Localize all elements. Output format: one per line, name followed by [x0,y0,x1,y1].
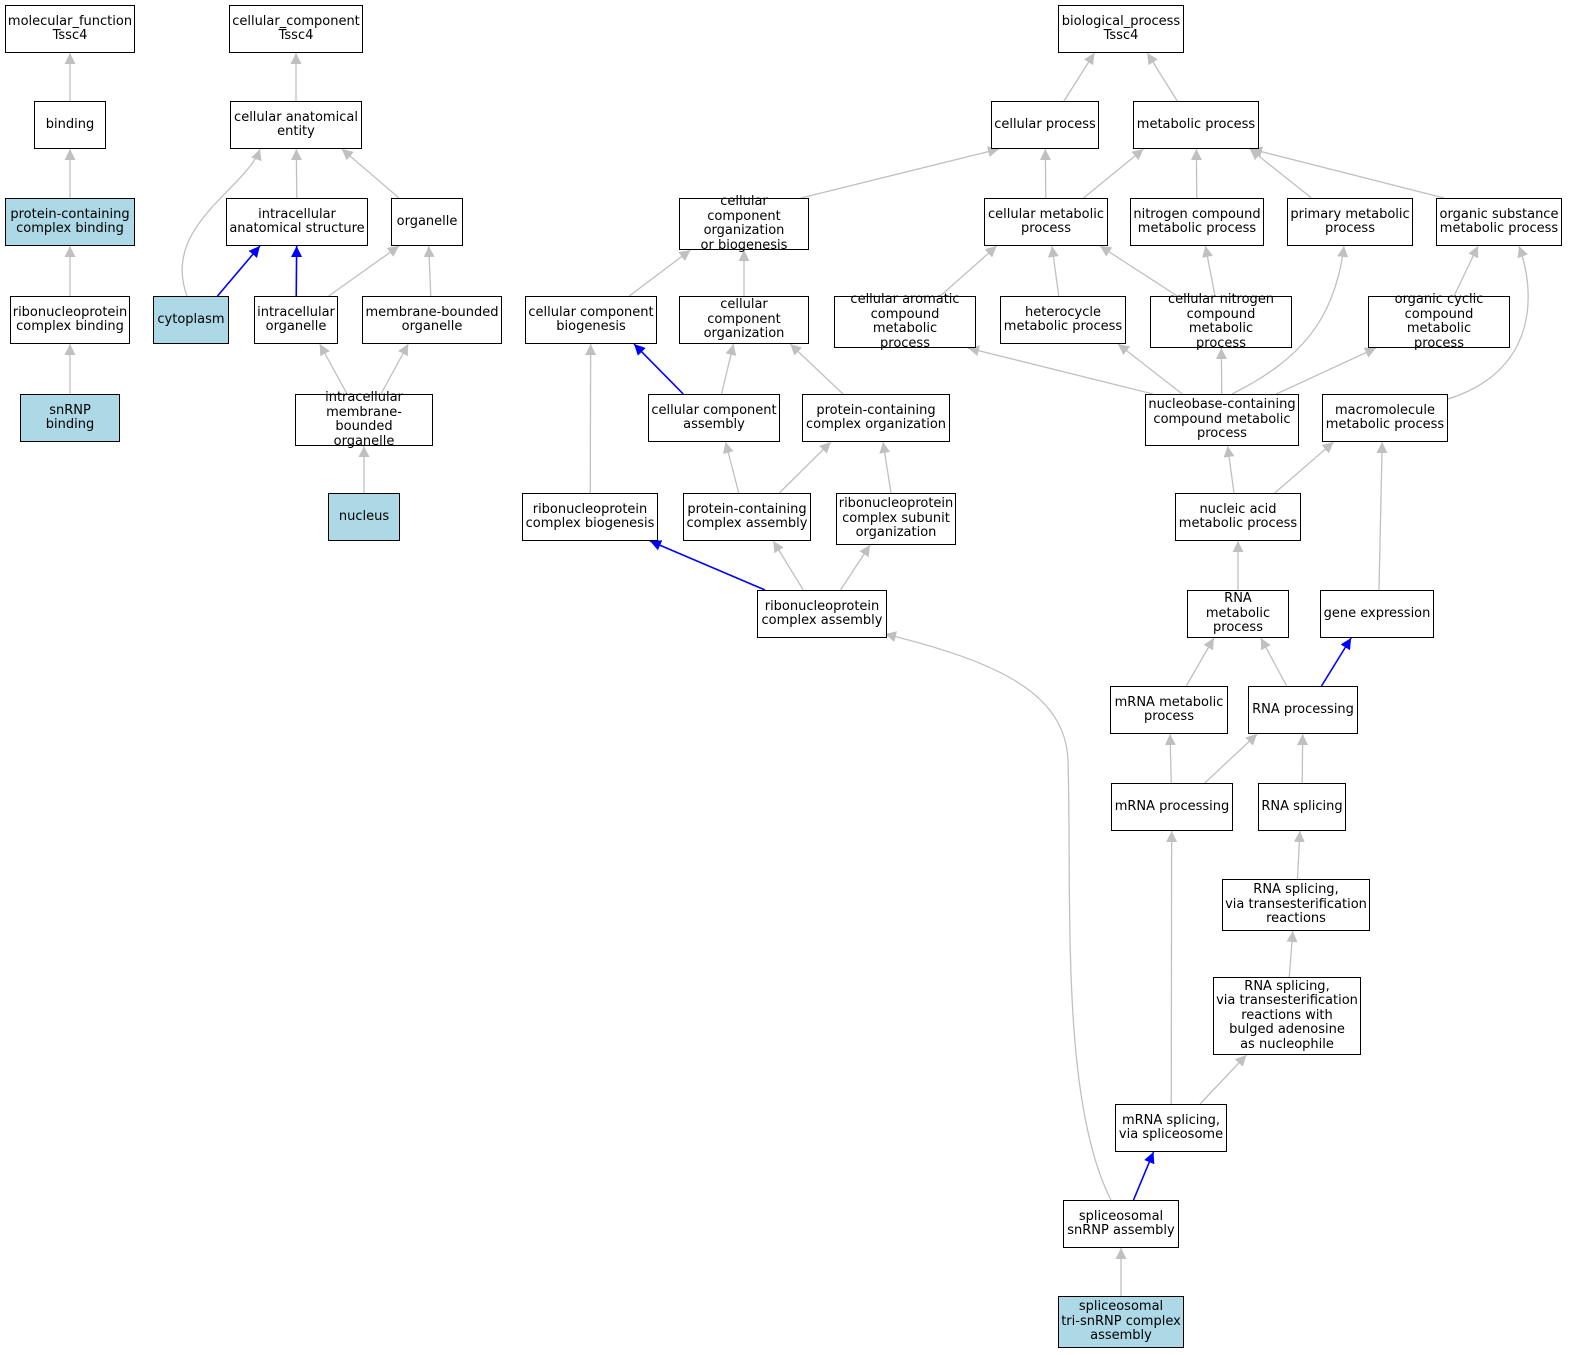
highlighted-edge [649,540,766,591]
is-a-edge [839,544,871,591]
go-term-node[interactable]: organic substance metabolic process [1436,198,1562,246]
is-a-edge [1447,245,1529,400]
go-term-node[interactable]: cellular metabolic process [984,198,1108,246]
is-a-edge [1250,146,1445,199]
highlighted-edge [216,245,261,297]
is-a-edge [884,631,1112,1201]
go-term-node[interactable]: gene expression [1320,590,1434,638]
go-term-node[interactable]: RNA processing [1248,686,1358,734]
go-term-node[interactable]: cellular component organization [679,296,809,344]
is-a-edge [1204,733,1258,784]
is-a-edge [1286,930,1298,978]
go-term-node[interactable]: protein-containing complex assembly [683,493,811,541]
is-a-edge [720,343,737,395]
go-term-node[interactable]: RNA splicing, via transesterification re… [1213,977,1361,1055]
is-a-edge [1117,343,1183,395]
go-term-node[interactable]: organic cyclic compound metabolic proces… [1368,292,1510,350]
is-a-edge [423,245,435,297]
is-a-edge [778,441,832,494]
go-term-node[interactable]: mRNA metabolic process [1110,686,1228,734]
go-term-node[interactable]: primary metabolic process [1287,198,1413,246]
is-a-edge [1202,245,1216,297]
go-term-node[interactable]: cellular_component Tssc4 [229,5,363,53]
go-term-node[interactable]: biological_process Tssc4 [1058,5,1184,53]
is-a-edge [1164,733,1176,784]
go-term-node[interactable]: spliceosomal snRNP assembly [1063,1200,1179,1248]
is-a-edge [1047,245,1060,297]
is-a-edge [772,540,804,591]
go-term-node[interactable]: cellular component organization or bioge… [679,194,809,252]
go-term-node[interactable]: nucleic acid metabolic process [1175,493,1301,541]
is-a-edge [628,249,691,297]
is-a-edge [1376,441,1388,591]
is-a-edge [1293,830,1305,880]
is-a-edge [1275,347,1377,395]
go-term-node[interactable]: cellular process [991,101,1099,149]
go-term-node[interactable]: cellular aromatic compound metabolic pro… [834,292,976,350]
is-a-edge [319,343,348,395]
is-a-edge [1231,245,1349,395]
is-a-edge [800,146,1000,199]
is-a-edge [879,441,892,494]
is-a-edge [1199,1054,1247,1105]
go-term-node[interactable]: cytoplasm [153,296,229,344]
is-a-edge [1083,148,1144,199]
go-term-node[interactable]: protein-containing complex binding [5,198,135,246]
go-term-node[interactable]: heterocycle metabolic process [1000,296,1126,344]
go-term-node[interactable]: RNA splicing, via transesterification re… [1222,879,1370,931]
go-term-node[interactable]: cellular nitrogen compound metabolic pro… [1150,292,1292,350]
is-a-edge [1185,637,1215,687]
go-term-node[interactable]: ribonucleoprotein complex biogenesis [522,493,658,541]
highlighted-edge [633,343,684,395]
go-term-node[interactable]: RNA splicing [1258,783,1346,831]
go-term-node[interactable]: ribonucleoprotein complex subunit organi… [836,493,956,545]
go-term-node[interactable]: binding [34,101,106,149]
is-a-edge [380,343,409,395]
is-a-edge [1063,52,1095,102]
go-term-node[interactable]: ribonucleoprotein complex binding [10,296,130,344]
go-term-node[interactable]: nucleobase-containing compound metabolic… [1145,394,1299,446]
go-term-node[interactable]: cellular component assembly [648,394,780,442]
go-term-node[interactable]: cellular component biogenesis [525,296,657,344]
go-term-node[interactable]: protein-containing complex organization [802,394,950,442]
is-a-edge [967,345,1154,395]
is-a-edge [181,148,262,297]
is-a-edge [1099,245,1178,297]
go-term-node[interactable]: intracellular organelle [254,296,338,344]
go-term-node[interactable]: cellular anatomical entity [230,101,362,149]
is-a-edge [789,343,844,395]
go-term-node[interactable]: mRNA splicing, via spliceosome [1115,1104,1227,1152]
is-a-edge [722,441,740,494]
go-term-node[interactable]: membrane-bounded organelle [362,296,502,344]
go-term-node[interactable]: intracellular anatomical structure [226,198,368,246]
go-term-node[interactable]: nucleus [328,493,400,541]
is-a-edge [341,148,400,199]
is-a-edge [1453,245,1479,297]
is-a-edge [939,245,998,297]
is-a-edge [1260,637,1288,687]
go-term-node[interactable]: molecular_function Tssc4 [5,5,135,53]
go-term-node[interactable]: snRNP binding [20,394,120,442]
go-term-node[interactable]: metabolic process [1133,101,1259,149]
highlighted-edge [1320,637,1352,687]
go-term-node[interactable]: ribonucleoprotein complex assembly [757,590,887,638]
go-term-node[interactable]: nitrogen compound metabolic process [1130,198,1264,246]
is-a-edge [1249,148,1312,199]
go-term-node[interactable]: RNA metabolic process [1187,590,1289,638]
is-a-edge [1274,441,1334,494]
go-term-node[interactable]: mRNA processing [1111,783,1233,831]
is-a-edge [1223,445,1235,494]
go-term-node[interactable]: intracellular membrane-bounded organelle [295,390,433,448]
is-a-edge [328,245,400,297]
is-a-edge [1146,52,1178,102]
go-term-node[interactable]: spliceosomal tri-snRNP complex assembly [1058,1296,1184,1348]
highlighted-edge [1132,1151,1155,1201]
go-term-node[interactable]: macromolecule metabolic process [1322,394,1448,442]
go-term-node[interactable]: organelle [391,198,463,246]
